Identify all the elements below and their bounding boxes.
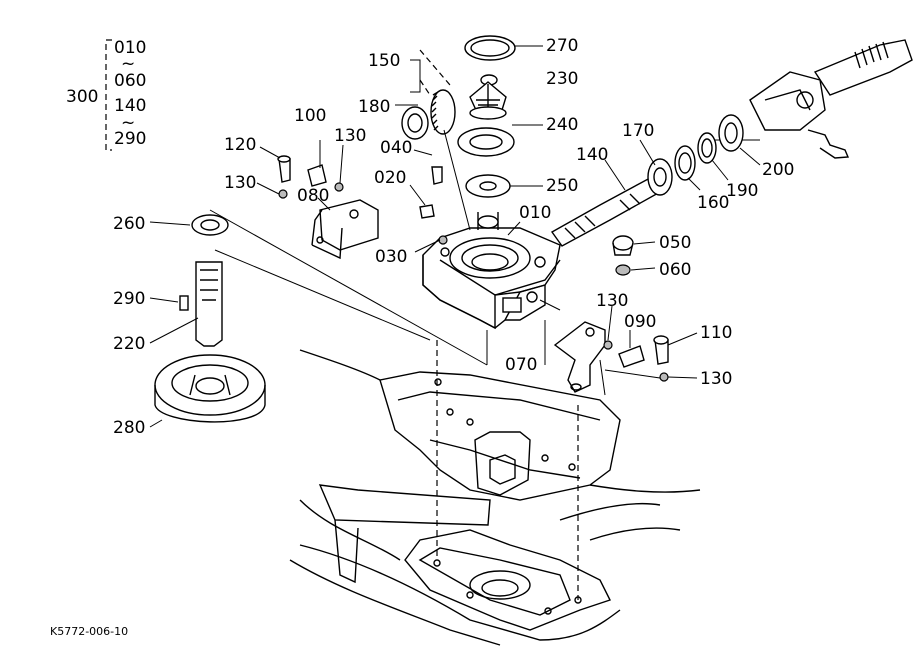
part-label-230: 230 (546, 69, 578, 89)
bevel-gear (401, 89, 471, 231)
part-label-060: 060 (659, 260, 691, 280)
part-label-190: 190 (726, 181, 758, 201)
part-label-270: 270 (546, 36, 578, 56)
group-range-start-1: 010 (114, 38, 146, 58)
bracket-070 (553, 321, 669, 393)
part-label-200: 200 (762, 160, 794, 180)
group-range-tilde-1: ~ (121, 54, 135, 74)
part-label-140: 140 (576, 145, 608, 165)
part-label-290: 290 (113, 289, 145, 309)
spindle-pulley (154, 214, 266, 423)
part-label-130-b: 130 (224, 173, 256, 193)
part-label-170: 170 (622, 121, 654, 141)
group-label: 300 (66, 87, 98, 107)
part-label-260: 260 (113, 214, 145, 234)
universal-joint (749, 39, 913, 159)
part-label-030: 030 (375, 247, 407, 267)
part-label-150: 150 (368, 51, 400, 71)
group-bracket: 300 010 ~ 060 140 ~ 290 (66, 38, 146, 151)
part-label-010: 010 (519, 203, 551, 223)
group-range-end-1: 060 (114, 71, 146, 91)
part-label-180: 180 (358, 97, 390, 117)
assembly-lines (209, 49, 760, 600)
callout-leaders (149, 45, 761, 428)
part-label-130-a: 130 (334, 126, 366, 146)
part-label-100: 100 (294, 106, 326, 126)
mower-deck (289, 484, 681, 646)
part-label-050: 050 (659, 233, 691, 253)
part-label-080: 080 (297, 186, 329, 206)
part-label-130-d: 130 (700, 369, 732, 389)
part-label-240: 240 (546, 115, 578, 135)
reference-code: K5772-006-10 (50, 625, 128, 638)
group-range-start-2: 140 (114, 96, 146, 116)
part-label-220: 220 (113, 334, 145, 354)
part-label-110: 110 (700, 323, 732, 343)
part-label-250: 250 (546, 176, 578, 196)
part-label-160: 160 (697, 193, 729, 213)
part-label-280: 280 (113, 418, 145, 438)
part-label-020: 020 (374, 168, 406, 188)
part-label-120: 120 (224, 135, 256, 155)
part-label-090: 090 (624, 312, 656, 332)
input-shaft (550, 114, 744, 247)
part-labels: 270 230 150 180 240 250 040 020 010 030 … (113, 36, 794, 438)
group-range-tilde-2: ~ (121, 113, 135, 133)
gearbox-housing (422, 227, 561, 330)
part-label-070: 070 (505, 355, 537, 375)
mounting-frame (299, 349, 701, 501)
bracket-080 (277, 155, 379, 260)
small-parts (419, 166, 634, 276)
part-label-130-c: 130 (596, 291, 628, 311)
gear-stack (457, 35, 516, 230)
part-label-040: 040 (380, 138, 412, 158)
group-range-end-2: 290 (114, 129, 146, 149)
